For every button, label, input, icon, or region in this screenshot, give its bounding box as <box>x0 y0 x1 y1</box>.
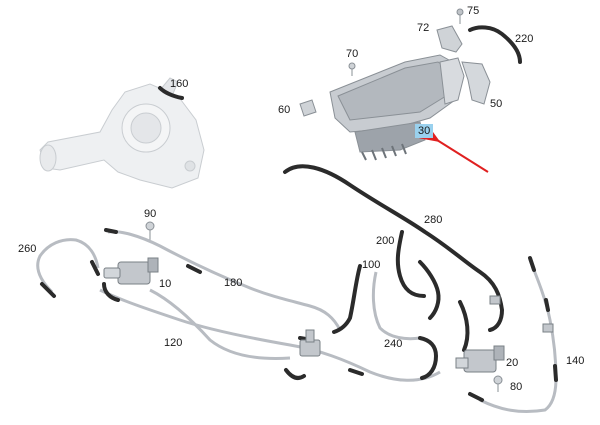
hose-120-end <box>284 368 306 380</box>
valve-20 <box>455 345 505 373</box>
pipe-180 <box>107 230 342 331</box>
pipe-260 <box>36 238 100 294</box>
pipe-240 <box>458 300 470 352</box>
part-label-75: 75 <box>467 5 480 17</box>
hose-240 <box>418 336 439 380</box>
part-label-120: 120 <box>164 337 183 349</box>
part-label-280: 280 <box>424 214 443 226</box>
part-label-200: 200 <box>376 235 395 247</box>
part-label-10: 10 <box>159 278 172 290</box>
callout-arrow <box>419 124 489 173</box>
part-label-72: 72 <box>417 22 430 34</box>
bracket-50 <box>461 61 491 105</box>
hose-220 <box>468 25 522 64</box>
clip-60 <box>299 99 317 117</box>
part-label-90: 90 <box>144 208 157 220</box>
tee-fitting <box>299 329 321 357</box>
part-label-50: 50 <box>490 98 503 110</box>
part-label-160: 160 <box>170 78 189 90</box>
pipe-120 <box>149 288 291 360</box>
hose-segments-140 <box>468 256 558 402</box>
screw-90 <box>145 221 155 240</box>
vacuum-reservoir <box>329 54 465 161</box>
part-label-260: 260 <box>18 243 37 255</box>
screw-80 <box>493 375 503 392</box>
bracket-72 <box>436 8 464 53</box>
pipe-100 <box>371 271 421 341</box>
part-label-30: 30 <box>415 124 434 138</box>
hose-260-end <box>40 260 100 298</box>
clip-140 <box>489 295 554 333</box>
part-label-80: 80 <box>510 381 523 393</box>
ghost-pump-housing <box>39 77 205 189</box>
hose-280 <box>283 164 505 332</box>
hose-100 <box>332 264 362 334</box>
valve-10 <box>103 257 159 285</box>
part-label-100: 100 <box>362 259 381 271</box>
part-label-180: 180 <box>224 277 243 289</box>
part-label-240: 240 <box>384 338 403 350</box>
part-label-60: 60 <box>278 104 291 116</box>
screw-70 <box>348 62 356 76</box>
pipe-180-b <box>99 288 441 382</box>
part-label-140: 140 <box>566 355 585 367</box>
part-label-20: 20 <box>506 357 519 369</box>
hose-160 <box>158 86 184 100</box>
part-label-220: 220 <box>515 33 534 45</box>
hose-10 <box>102 282 120 302</box>
hose-200-b <box>418 260 441 320</box>
hose-200 <box>395 230 426 298</box>
part-label-70: 70 <box>346 48 359 60</box>
